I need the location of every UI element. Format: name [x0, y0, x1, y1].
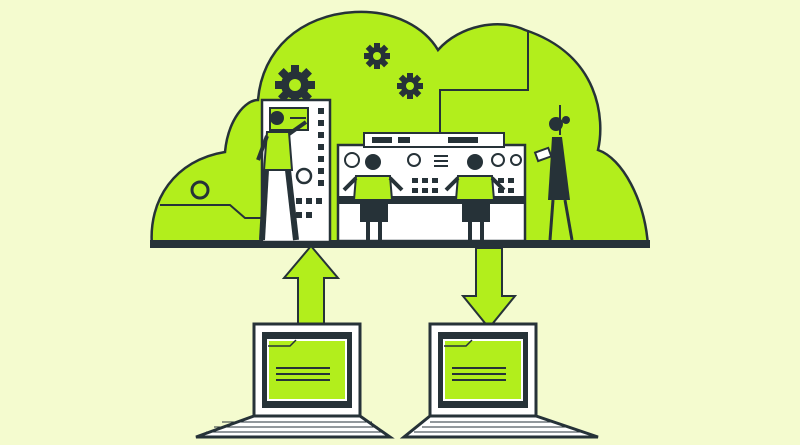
document-icon [443, 339, 523, 401]
gear-icon [397, 73, 423, 99]
laptop-icon [399, 322, 599, 439]
woman-with-tablet [533, 116, 574, 241]
circle-node-icon [190, 180, 210, 200]
gear-icon [364, 43, 390, 69]
tablet-icon [533, 146, 553, 163]
operator-left [342, 154, 404, 240]
technician-at-rack [256, 111, 308, 241]
laptop-icon [195, 322, 395, 439]
operator-right [444, 154, 506, 240]
document-icon [267, 339, 347, 401]
arrow-down-icon [460, 247, 518, 330]
arrow-up-icon [281, 244, 341, 327]
cloud-base-line [150, 240, 650, 248]
